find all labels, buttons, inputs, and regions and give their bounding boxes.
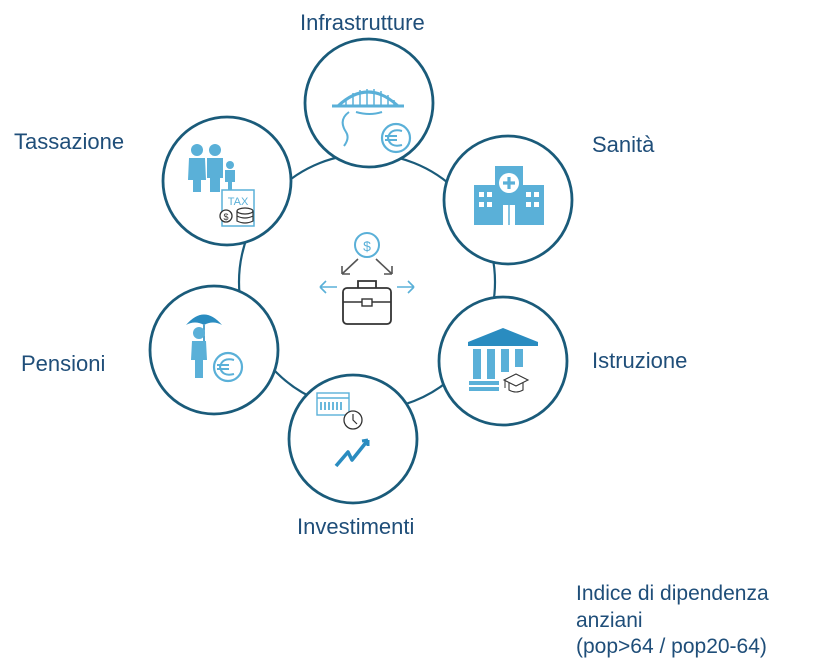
node-istruzione <box>437 295 569 427</box>
hospital-icon <box>474 166 544 225</box>
coin-currency-text: $ <box>223 212 228 222</box>
umbrella-pensioner-euro-icon <box>186 314 244 383</box>
footnote-line-3: (pop>64 / pop20-64) <box>576 635 767 659</box>
footnote-line-2: anziani <box>576 608 643 632</box>
label-sanita: Sanità <box>592 132 655 157</box>
label-investimenti: Investimenti <box>297 514 415 539</box>
node-tassazione: TAX $ <box>161 115 293 247</box>
node-investimenti <box>287 373 419 505</box>
footnote-line-1: Indice di dipendenza <box>576 582 769 605</box>
label-istruzione: Istruzione <box>592 348 688 373</box>
node-pensioni <box>148 284 280 416</box>
school-graduation-icon <box>468 328 538 398</box>
node-infrastrutture <box>303 37 435 169</box>
calendar-clock-growth-icon <box>316 392 370 468</box>
label-pensioni: Pensioni <box>21 351 106 376</box>
bridge-euro-icon <box>332 89 412 154</box>
node-sanita <box>442 134 574 266</box>
label-tassazione: Tassazione <box>14 129 125 154</box>
family-tax-icon: TAX $ <box>188 144 255 227</box>
tax-label: TAX <box>228 196 249 208</box>
label-infrastrutture: Infrastrutture <box>300 10 425 35</box>
budget-briefcase-icon: $ <box>319 232 415 325</box>
center-currency-text: $ <box>363 238 371 254</box>
footnote: Indice di dipendenza anziani (pop>64 / p… <box>576 581 816 661</box>
